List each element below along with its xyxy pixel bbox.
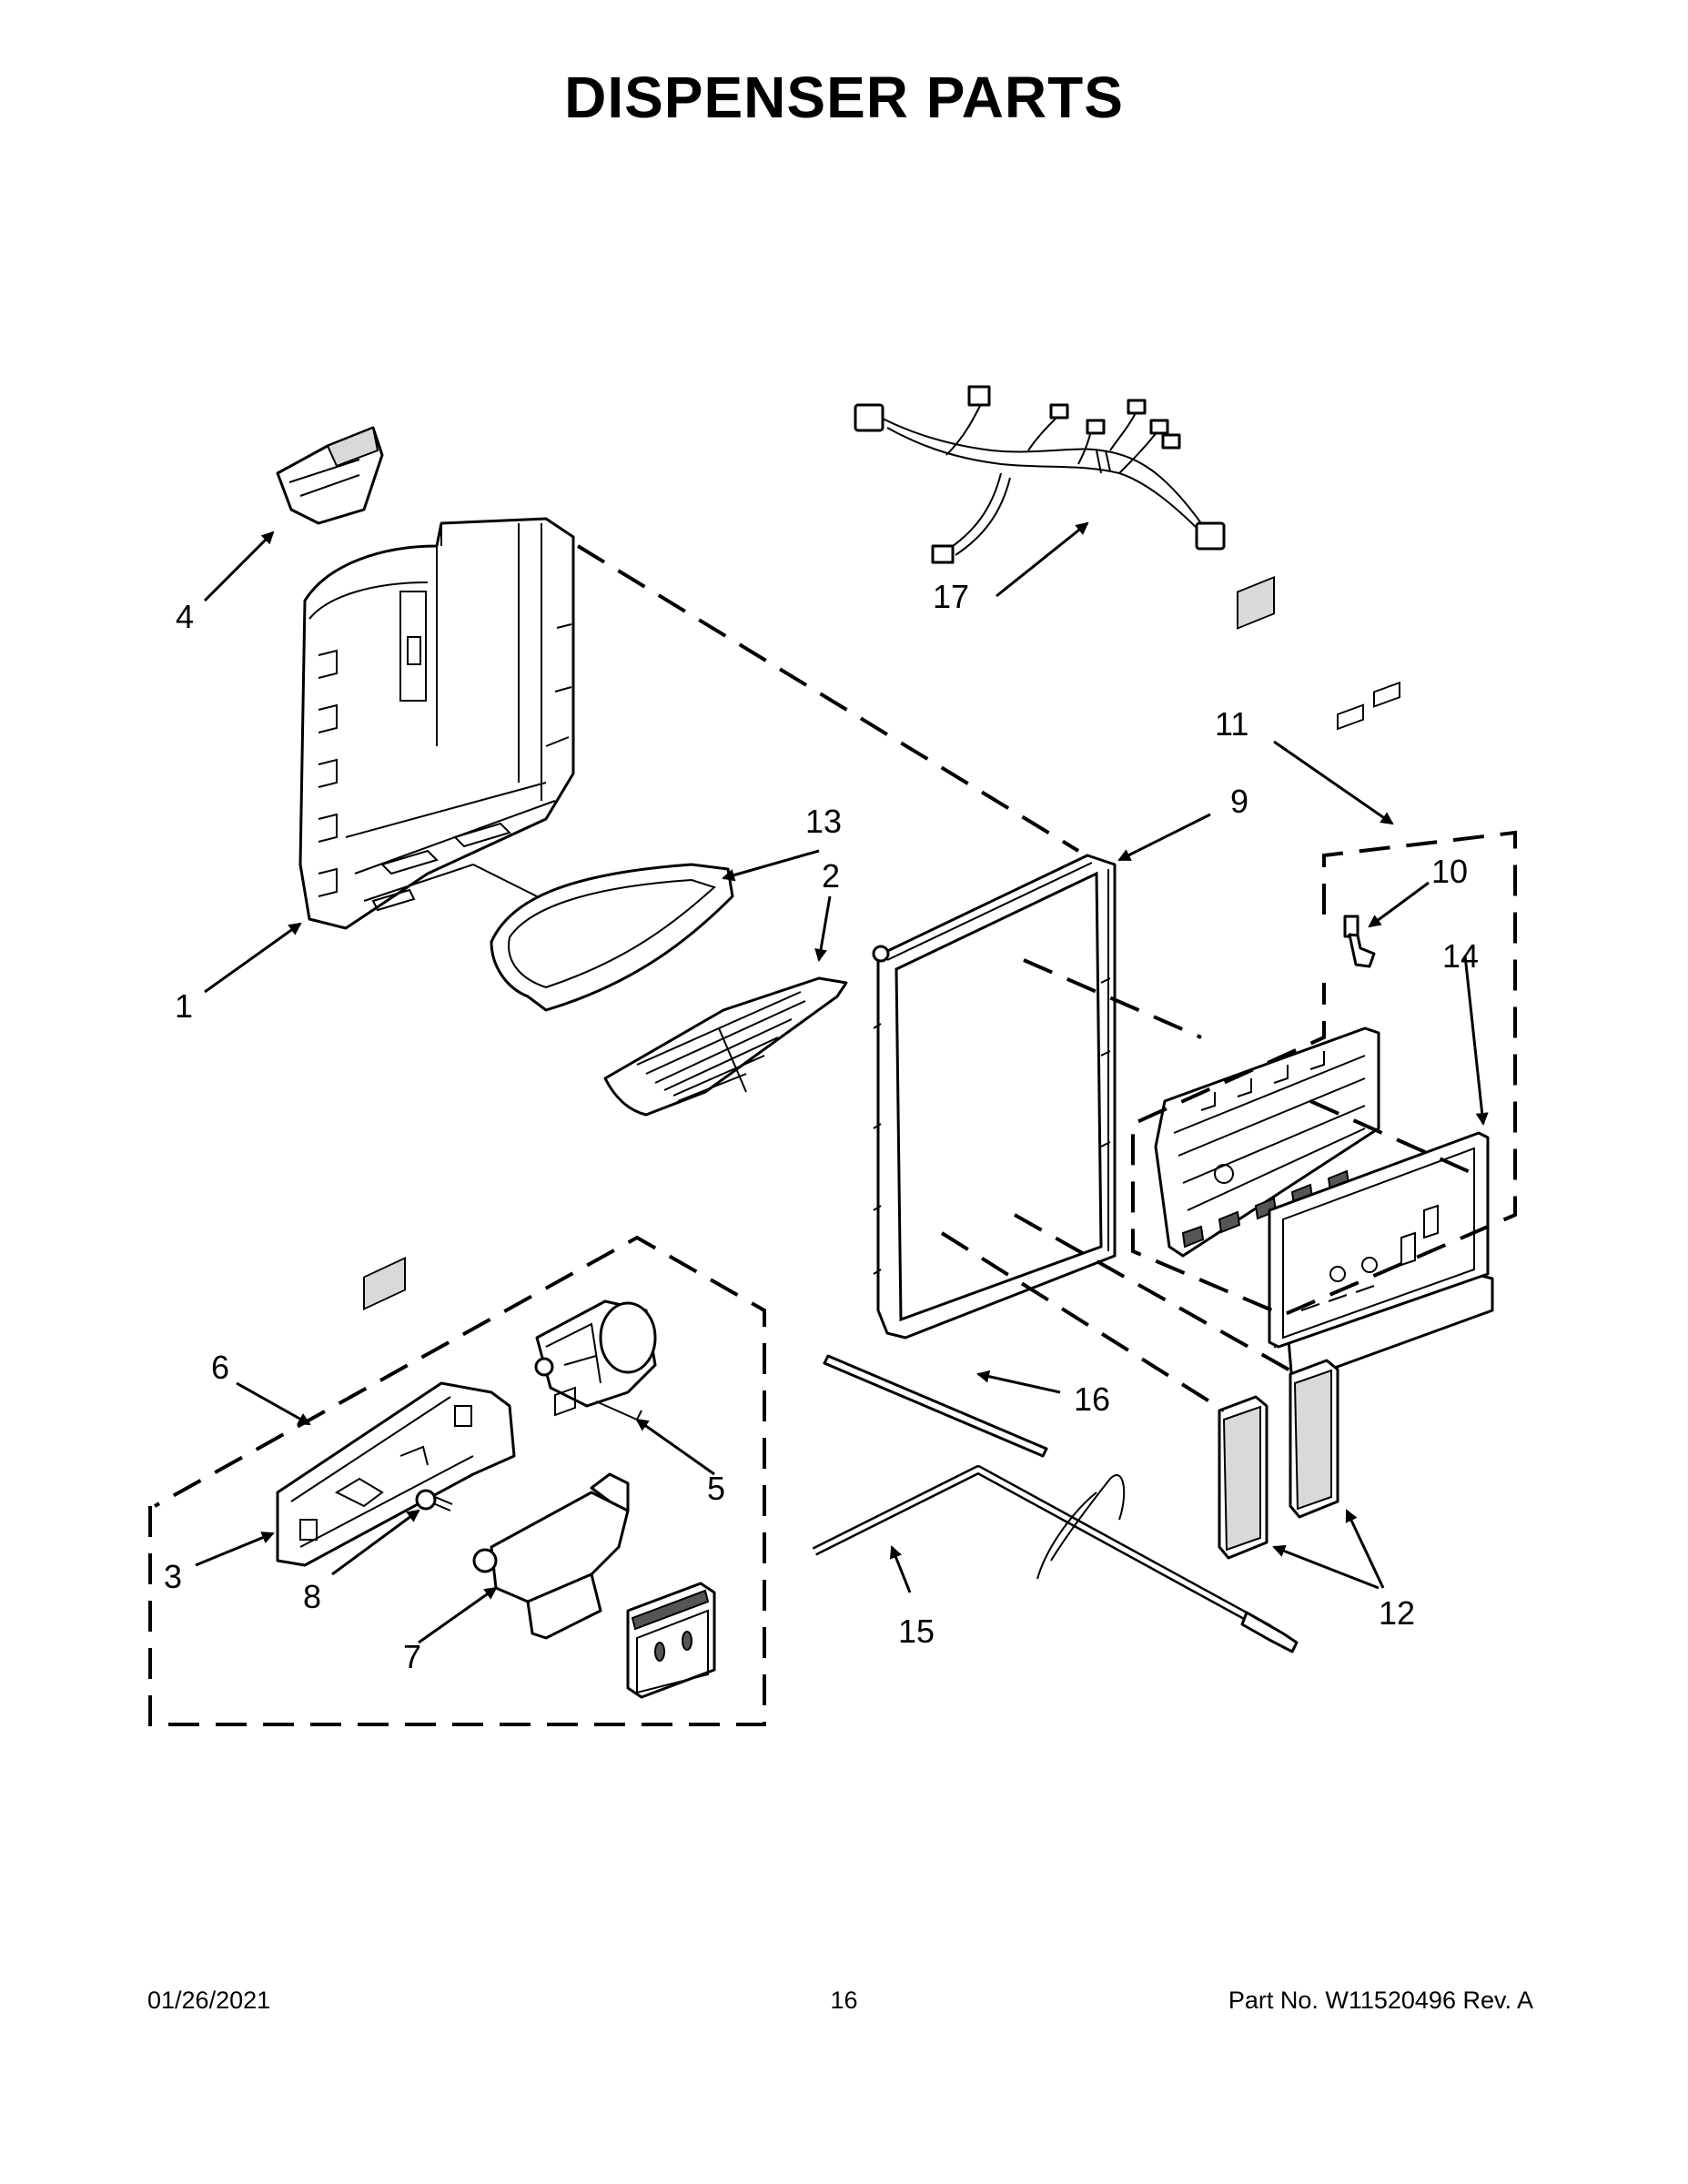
part-14-drawing [1268, 681, 1494, 1385]
callout-14: 14 [1442, 937, 1479, 975]
footer-part-number: Part No. W11520496 Rev. A [1228, 1987, 1533, 2014]
part-9-drawing [872, 854, 1117, 1340]
alignment-line-frame-to-paddle-2 [1014, 1213, 1298, 1376]
part-11-board-drawing [1154, 575, 1380, 1258]
alignment-line-housing-to-frame [576, 544, 1080, 853]
group-boundary-right [1131, 830, 1517, 1318]
callout-10: 10 [1431, 853, 1468, 890]
callout-13: 13 [805, 803, 842, 840]
callout-17: 17 [933, 578, 969, 615]
callout-4: 4 [176, 598, 194, 635]
callout-2: 2 [822, 857, 840, 895]
part-16-drawing [823, 1354, 1048, 1458]
part-15-drawing [812, 1465, 1299, 1653]
callout-3: 3 [164, 1558, 182, 1595]
part-10-drawing [1343, 915, 1376, 968]
footer-date: 01/26/2021 [147, 1987, 271, 2014]
callout-9: 9 [1230, 783, 1248, 820]
part-8-drawing [415, 1489, 453, 1512]
part-6-drawing [276, 1257, 516, 1567]
page-title: DISPENSER PARTS [564, 65, 1124, 130]
callout-11: 11 [1215, 705, 1248, 743]
alignment-line-board-to-cover [1309, 1099, 1475, 1176]
callout-7: 7 [403, 1638, 421, 1675]
part-2-drawing [603, 976, 848, 1117]
callout-6: 6 [211, 1349, 229, 1386]
group-boundary-left [148, 1235, 766, 1726]
part-7-drawing [472, 1386, 630, 1640]
part-17-drawing [854, 385, 1226, 564]
callout-5: 5 [707, 1470, 725, 1507]
part-1-drawing [298, 517, 575, 930]
callout-12: 12 [1379, 1594, 1415, 1632]
part-12-drawing [1218, 1359, 1339, 1560]
dispenser-paddle-drawing [626, 1582, 716, 1699]
callout-8: 8 [303, 1578, 321, 1615]
footer-page-number: 16 [830, 1987, 858, 2014]
part-4-drawing [276, 426, 384, 525]
alignment-line-frame-to-paddle-1 [940, 1231, 1226, 1412]
part-5-drawing [534, 1299, 657, 1421]
callout-15: 15 [898, 1613, 935, 1650]
part-13-drawing [490, 863, 734, 1012]
callout-1: 1 [175, 987, 193, 1025]
callout-16: 16 [1074, 1380, 1110, 1418]
alignment-line-frame-to-board [1023, 958, 1202, 1039]
